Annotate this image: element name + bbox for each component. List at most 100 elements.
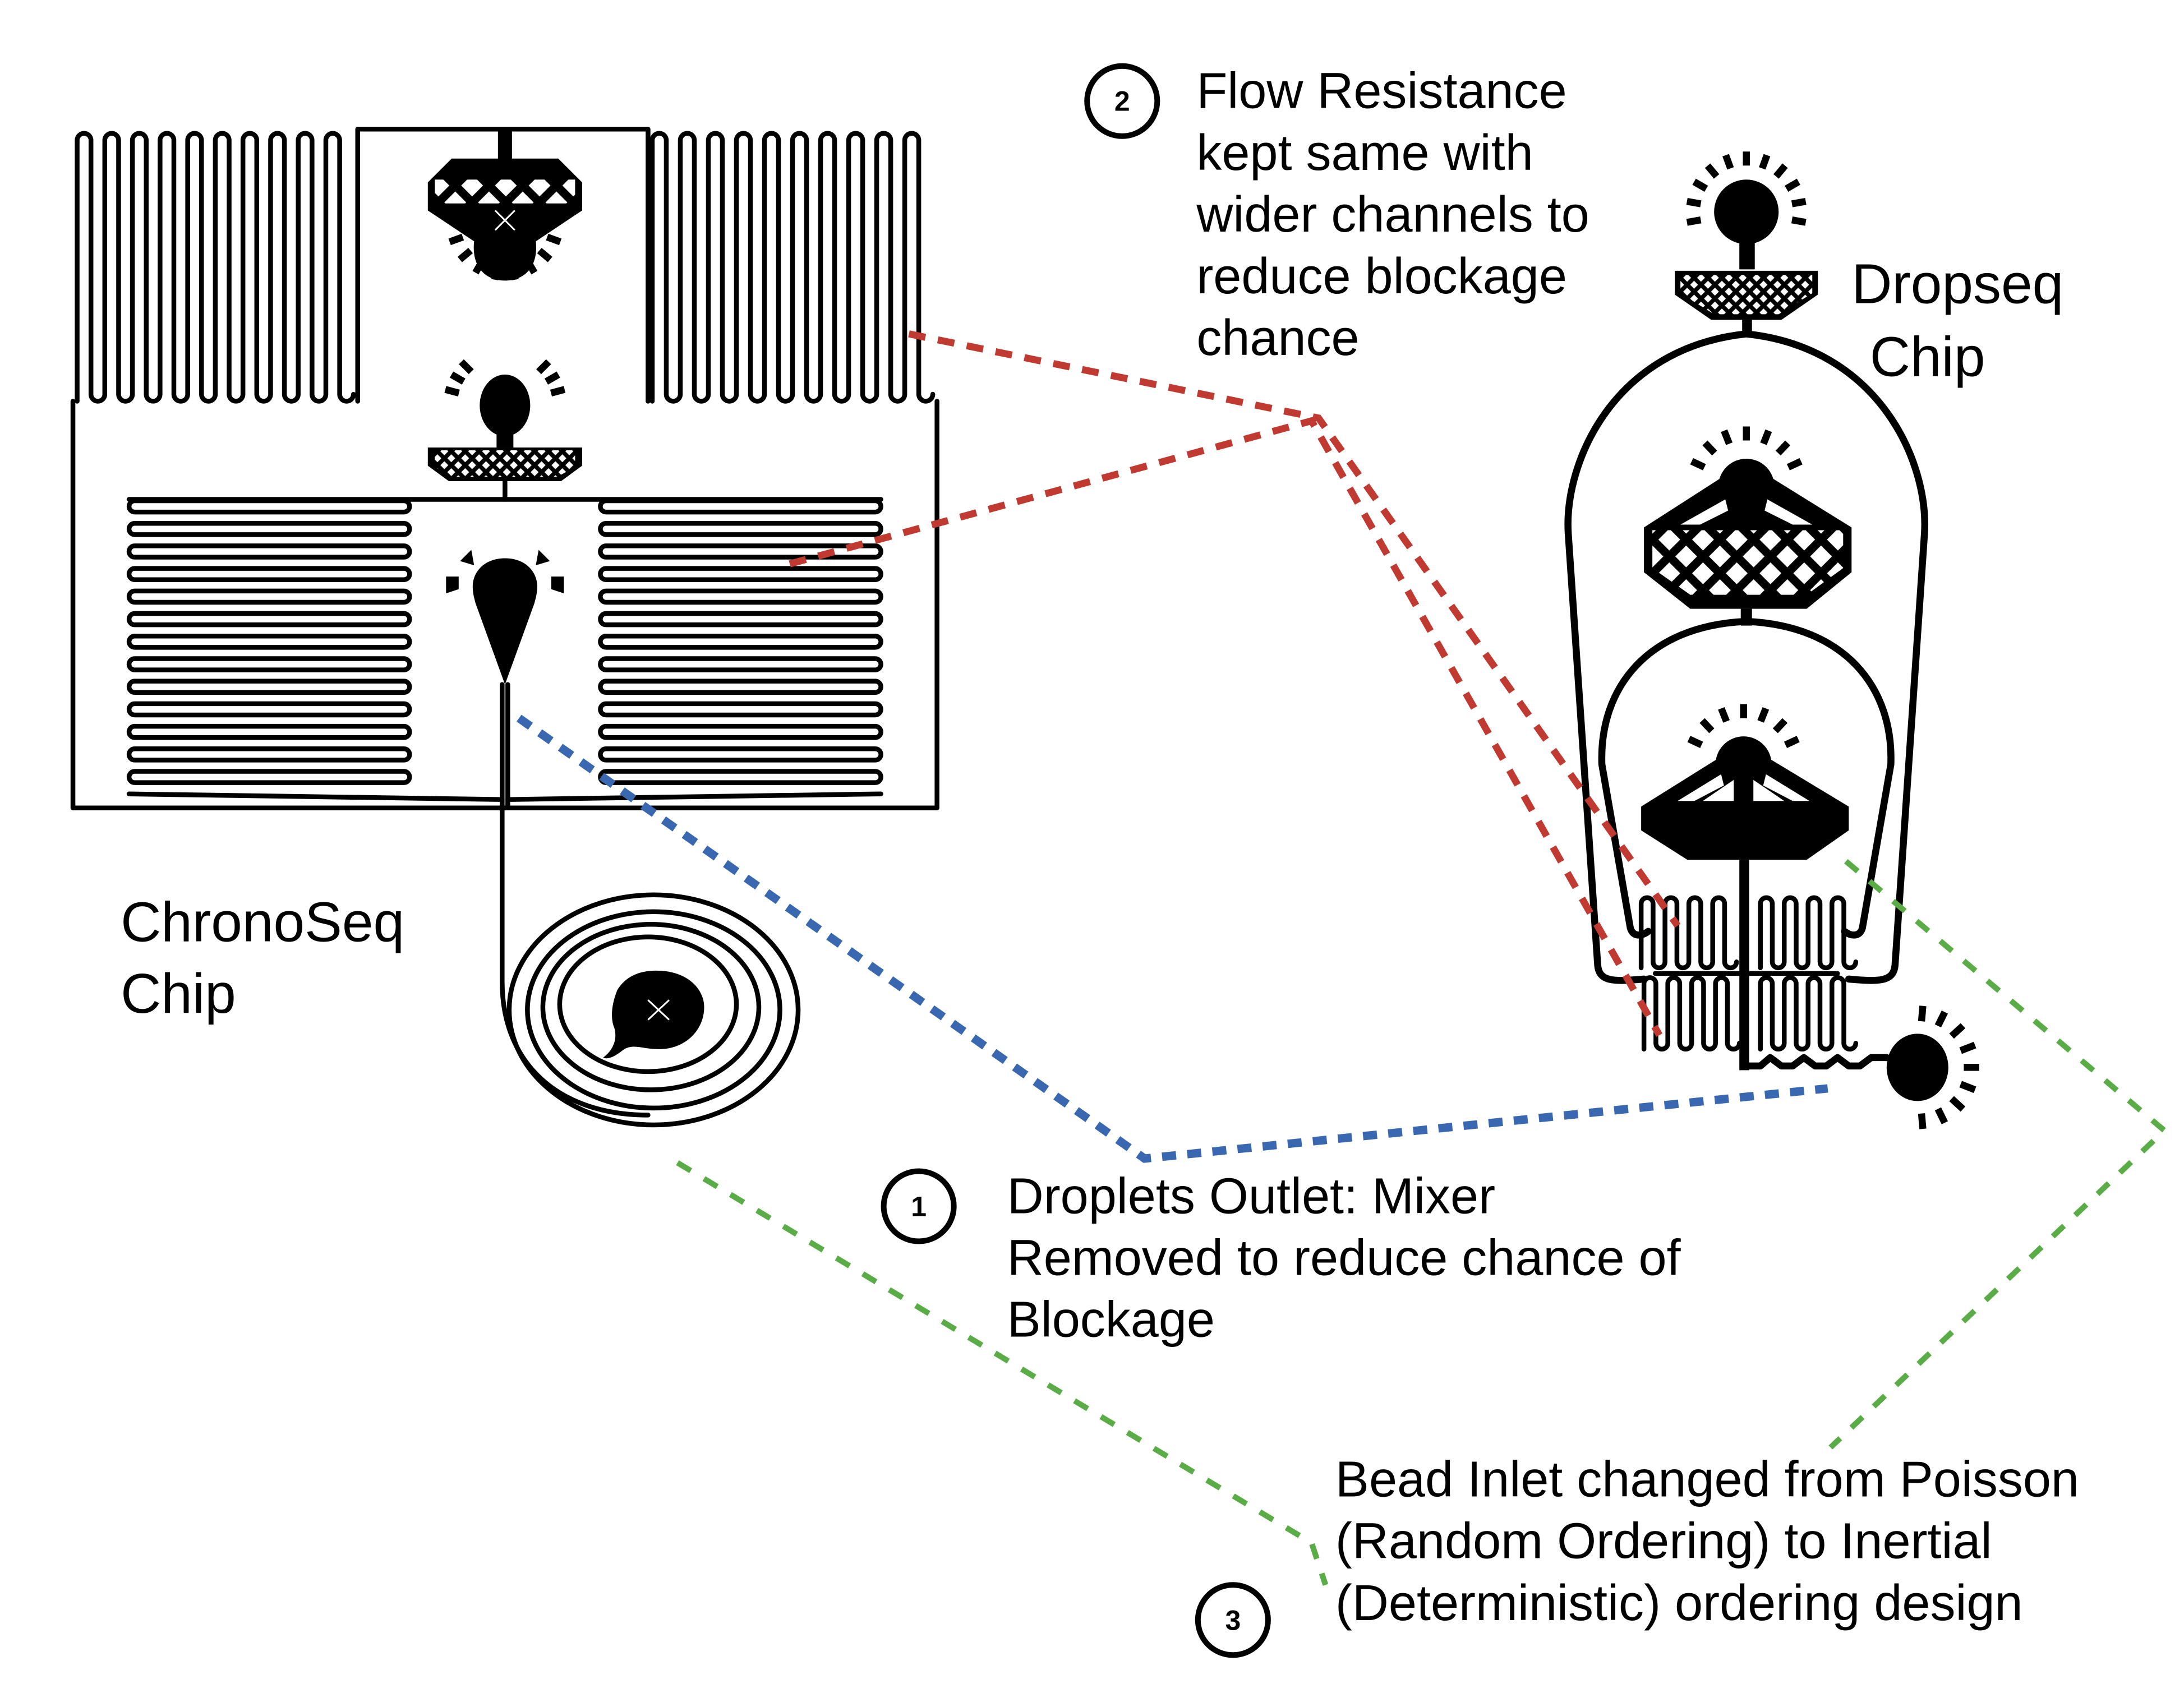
inlet-rays-icon (1686, 151, 1807, 226)
annotation-2-line-1: Flow Resistance (1196, 63, 1566, 119)
ray-mark (524, 259, 538, 275)
ray-mark (1686, 216, 1702, 226)
inlet-rays-icon (1918, 1005, 1979, 1129)
ray-mark (1722, 154, 1734, 170)
ray-mark (1784, 736, 1800, 748)
ray-mark (1773, 163, 1788, 179)
chronoseq-label-line1: ChronoSeq (121, 891, 404, 953)
ray-mark (1791, 197, 1807, 207)
ray-mark (536, 359, 551, 375)
serpentine-path (598, 498, 883, 785)
badge-2 (1084, 63, 1160, 139)
ray-mark (1759, 154, 1771, 170)
annotation-2-line-4: reduce blockage (1196, 248, 1567, 305)
chronoseq-label-line2: Chip (121, 962, 236, 1025)
dropseq-middle-inlet (1644, 426, 1852, 626)
dropseq-inner-channel (1598, 617, 1895, 939)
inlet-rays-icon (446, 550, 564, 594)
annotation-1-line-3: Blockage (1007, 1291, 1215, 1348)
ray-mark (1702, 440, 1717, 456)
ray-mark (1918, 1005, 1927, 1022)
annotation-2-line-2: kept same with (1196, 124, 1533, 181)
chronoseq-outer-channel (70, 127, 939, 810)
annotation-2: 2 Flow Resistance kept same with wider c… (1084, 63, 1589, 366)
dropseq-lower-inlet (1641, 704, 1849, 1071)
annotation-1: 1 Droplets Outlet: Mixer Removed to redu… (881, 1168, 1681, 1348)
ray-mark (1757, 707, 1770, 723)
ray-mark (1918, 1113, 1927, 1129)
ray-mark (1949, 1023, 1966, 1039)
annotation-3-line-2: (Random Ordering) to Inertial (1335, 1513, 1992, 1570)
ray-mark (1775, 440, 1791, 456)
serpentine-bottom-right (598, 498, 883, 785)
top-filter-inlet (427, 129, 582, 281)
ray-mark (1760, 429, 1772, 445)
ray-mark (472, 259, 486, 275)
ray-mark (1692, 178, 1708, 192)
ray-mark (537, 247, 552, 262)
ray-mark (544, 371, 560, 385)
annotation-1-line-2: Removed to reduce chance of (1007, 1230, 1681, 1286)
dropseq-wavy-channel (1740, 1054, 1891, 1070)
ray-mark (550, 386, 566, 396)
ray-mark (546, 233, 562, 246)
annotation-2-line-5: chance (1196, 310, 1359, 366)
middle-inlet-with-filter (427, 359, 582, 481)
filter-mesh-icon (435, 179, 575, 204)
ray-mark (1686, 197, 1702, 207)
ray-mark (1785, 178, 1800, 192)
annotation-1-line-1: Droplets Outlet: Mixer (1007, 1168, 1495, 1225)
outlet-x-icon (647, 999, 670, 1021)
spiral-outlet (506, 892, 801, 1128)
callout-2-line-a (908, 330, 1681, 928)
badge-3-number: 3 (1225, 1604, 1241, 1636)
mixer-path (1758, 975, 1859, 1052)
ray-mark (1959, 1041, 1976, 1054)
badge-1 (881, 1168, 957, 1244)
ray-mark (1786, 458, 1803, 470)
ray-mark (1699, 718, 1715, 734)
serpentine-path (649, 131, 936, 404)
serpentine-path (126, 498, 412, 785)
chronoseq-chip: ChronoSeq Chip (70, 127, 939, 1128)
dropseq-label-line2: Chip (1870, 325, 1985, 388)
callout-3-line-left (676, 1160, 1329, 1586)
annotation-3: 3 Bead Inlet changed from Poisson (Rando… (1195, 1451, 2079, 1658)
ray-mark (509, 265, 519, 280)
dropseq-label-line1: Dropseq (1851, 252, 2063, 315)
ray-mark (459, 359, 474, 375)
ray-mark (444, 386, 460, 396)
ray-mark (1959, 1081, 1976, 1094)
callout-1-line (517, 714, 1828, 1163)
inlet-rays-icon (1690, 426, 1803, 470)
serpentine-bottom-left (126, 498, 412, 785)
mixer-path (1638, 895, 1739, 971)
callout-2-line-b (789, 417, 1663, 1037)
badge-1-number: 1 (911, 1191, 927, 1223)
ray-mark (457, 247, 473, 262)
outlet-x-icon (494, 210, 515, 231)
ray-mark (1721, 429, 1733, 445)
dropseq-outer-channel (1564, 330, 1929, 984)
callout-lines (517, 330, 2169, 1586)
ray-mark (491, 265, 501, 280)
dropseq-chip: Dropseq Chip (1564, 151, 2063, 1129)
ray-mark (1772, 718, 1788, 734)
inlet-rays-icon (448, 233, 562, 280)
ray-mark (1949, 1096, 1966, 1112)
ray-mark (449, 371, 466, 385)
ray-mark (1718, 707, 1730, 723)
dropseq-top-inlet (1675, 151, 1818, 337)
serpentine-top-right (649, 131, 936, 404)
annotation-3-line-1: Bead Inlet changed from Poisson (1335, 1451, 2079, 1508)
ray-mark (1791, 216, 1807, 226)
badge-2-number: 2 (1114, 86, 1130, 117)
ray-mark (448, 233, 464, 246)
dropseq-bead-inlet (1886, 1005, 1979, 1129)
bottom-junction-lines (126, 791, 883, 802)
serpentine-top-left (75, 131, 356, 404)
annotation-3-line-3: (Deterministic) ordering design (1335, 1575, 2023, 1631)
mixer-path (1641, 975, 1742, 1052)
ray-mark (1690, 458, 1706, 470)
